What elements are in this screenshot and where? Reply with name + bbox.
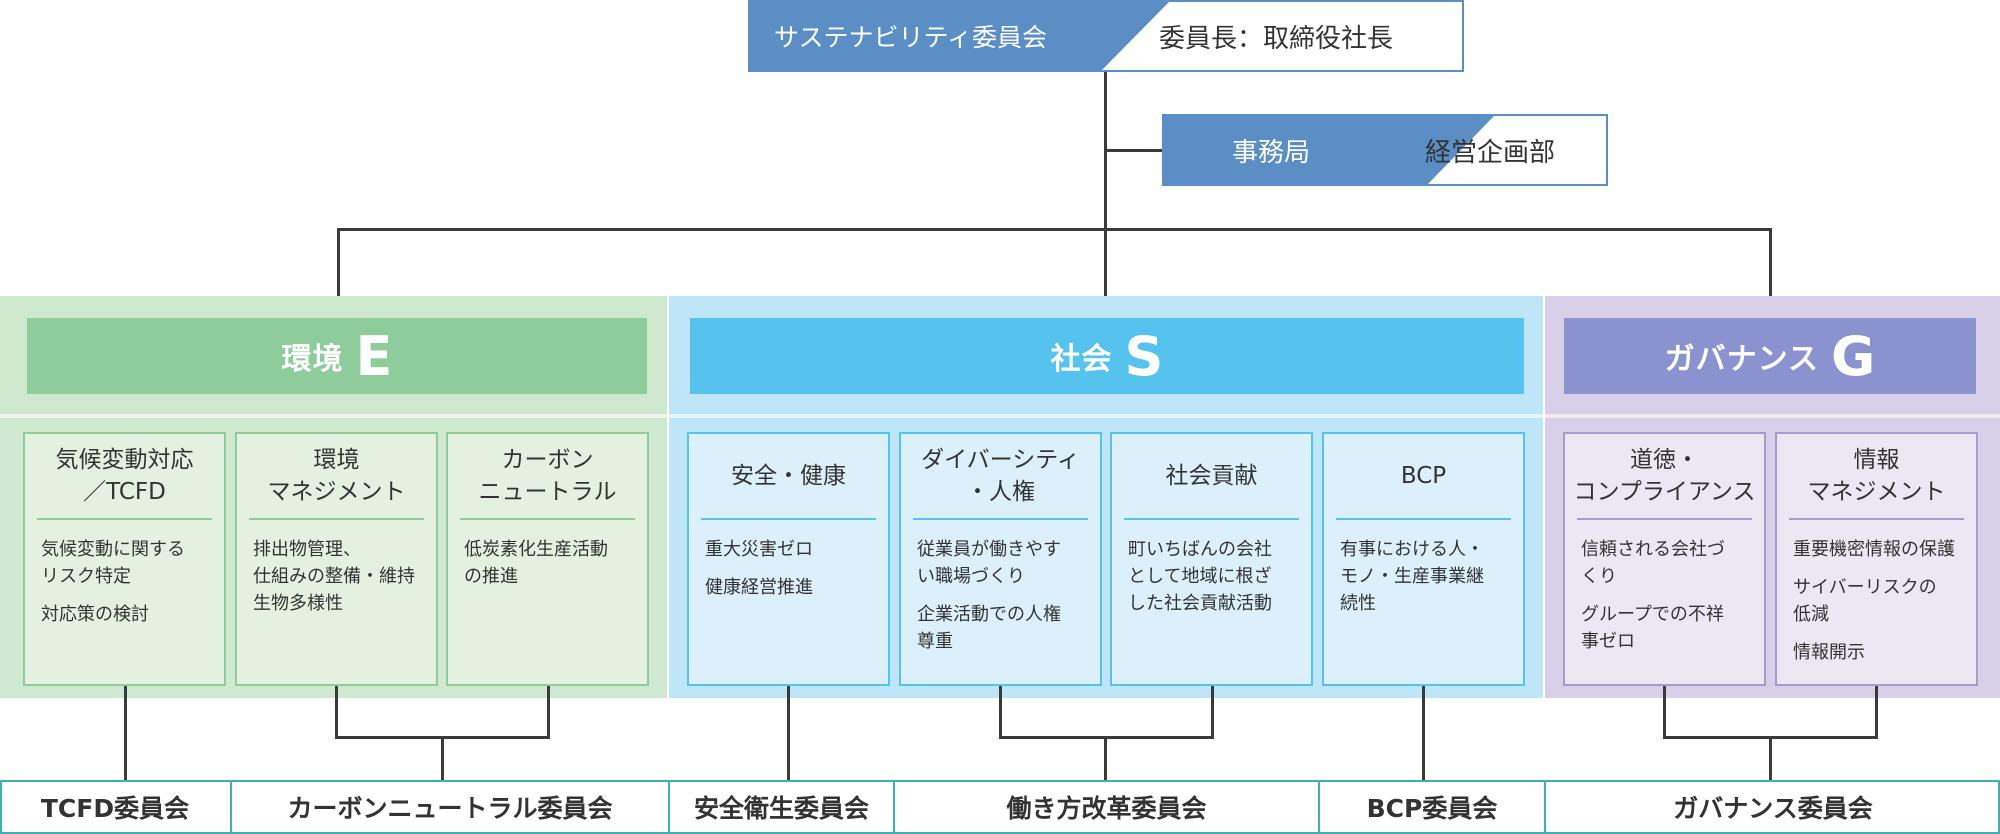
connector-line [547, 686, 550, 738]
card-item: 情報開示 [1793, 642, 1865, 663]
card-title: 安全・健康 [731, 463, 846, 489]
card-ethics-compliance: 道徳・ コンプライアンス 信頼される会社づ くり グループでの不祥 事ゼロ [1563, 432, 1766, 686]
connector-line [1211, 686, 1214, 738]
connector-line [1875, 686, 1878, 738]
card-title: 環境 マネジメント [267, 447, 406, 505]
committee-divider [230, 780, 232, 834]
card-information-management: 情報 マネジメント 重要機密情報の保護 サイバーリスクの 低減 情報開示 [1775, 432, 1978, 686]
committee-divider [668, 780, 670, 834]
card-item: 従業員が働きやす い職場づくり [917, 539, 1061, 587]
connector-line [1422, 686, 1425, 780]
card-title: 道徳・ コンプライアンス [1573, 447, 1756, 505]
card-env-management: 環境 マネジメント 排出物管理、 仕組みの整備・維持 生物多様性 [235, 432, 438, 686]
connector-line [1769, 228, 1772, 318]
environment-label: 環境 [281, 342, 344, 377]
committee-divider [893, 780, 895, 834]
card-item: 健康経営推進 [705, 577, 813, 598]
sustainability-committee-box: サステナビリティ委員会 委員長：取締役社長 [748, 0, 1464, 72]
committee-safety-health: 安全衛生委員会 [693, 794, 869, 823]
connector-line [999, 686, 1002, 738]
card-item: サイバーリスクの 低減 [1793, 577, 1937, 625]
committees-row [0, 780, 2000, 834]
social-label: 社会 [1050, 342, 1113, 377]
card-item: 企業活動での人権 尊重 [917, 604, 1061, 652]
sustainability-committee-label: サステナビリティ委員会 [774, 23, 1048, 52]
card-climate-tcfd: 気候変動対応 ／TCFD 気候変動に関する リスク特定 対応策の検討 [23, 432, 226, 686]
committee-work-style-reform: 働き方改革委員会 [1006, 794, 1207, 823]
social-band: 社会 S [690, 318, 1524, 394]
card-item: 気候変動に関する リスク特定 [41, 539, 185, 587]
card-item: 排出物管理、 仕組みの整備・維持 生物多様性 [253, 539, 415, 614]
connector-line [787, 686, 790, 780]
card-item: 有事における人・ モノ・生産事業継 続性 [1340, 539, 1484, 614]
governance-band: ガバナンス G [1564, 318, 1976, 394]
card-divider [1124, 518, 1299, 520]
committee-tcfd: TCFD委員会 [40, 794, 190, 823]
card-item: 重要機密情報の保護 [1793, 539, 1955, 560]
connector-line [337, 228, 1772, 231]
card-item: 対応策の検討 [41, 604, 149, 625]
secretariat-dept-label: 経営企画部 [1424, 137, 1555, 168]
connector-line [337, 228, 340, 318]
connector-line [124, 686, 127, 780]
committee-bcp: BCP委員会 [1366, 794, 1498, 823]
environment-letter: E [355, 324, 393, 388]
secretariat-box: 事務局 経営企画部 [1162, 114, 1608, 186]
card-title: 気候変動対応 ／TCFD [55, 447, 194, 505]
card-diversity-rights: ダイバーシティ ・人権 従業員が働きやす い職場づくり 企業活動での人権 尊重 [899, 432, 1102, 686]
committee-divider [1544, 780, 1546, 834]
card-divider [1577, 518, 1752, 520]
card-carbon-neutral: カーボン ニュートラル 低炭素化生産活動 の推進 [446, 432, 649, 686]
connector-line [441, 736, 444, 780]
card-social-contribution: 社会貢献 町いちばんの会社 として地域に根ざ した社会貢献活動 [1110, 432, 1313, 686]
committee-chair-label: 委員長：取締役社長 [1158, 23, 1393, 54]
social-letter: S [1124, 324, 1164, 388]
card-item: 低炭素化生産活動 の推進 [464, 539, 608, 587]
card-item: 町いちばんの会社 として地域に根ざ した社会貢献活動 [1128, 539, 1272, 614]
secretariat-label: 事務局 [1232, 137, 1311, 168]
panel-separator [0, 414, 2000, 418]
card-safety-health: 安全・健康 重大災害ゼロ 健康経営推進 [687, 432, 890, 686]
card-item: 重大災害ゼロ [705, 539, 813, 560]
committee-carbon-neutral: カーボンニュートラル委員会 [287, 794, 613, 823]
governance-label: ガバナンス [1664, 342, 1820, 377]
connector-line [1663, 686, 1666, 738]
connector-line [335, 686, 338, 738]
card-title: 情報 マネジメント [1807, 447, 1946, 505]
card-title: 社会貢献 [1165, 463, 1258, 489]
environment-band: 環境 E [27, 318, 647, 394]
card-divider [37, 518, 212, 520]
card-divider [913, 518, 1088, 520]
card-item: グループでの不祥 事ゼロ [1581, 604, 1724, 652]
card-divider [1789, 518, 1964, 520]
card-title: ダイバーシティ ・人権 [921, 447, 1080, 505]
card-bcp: BCP 有事における人・ モノ・生産事業継 続性 [1322, 432, 1525, 686]
connector-line [1104, 736, 1107, 780]
connector-line [1769, 736, 1772, 780]
card-item: 信頼される会社づ くり [1581, 539, 1725, 587]
connector-line [1104, 149, 1162, 152]
committee-divider [1318, 780, 1320, 834]
card-divider [1336, 518, 1511, 520]
committee-governance: ガバナンス委員会 [1673, 794, 1873, 823]
card-divider [249, 518, 424, 520]
connector-line [1104, 72, 1107, 298]
card-title: BCP [1400, 463, 1447, 489]
card-title: カーボン ニュートラル [478, 447, 617, 505]
governance-letter: G [1831, 324, 1876, 388]
card-divider [460, 518, 635, 520]
card-divider [701, 518, 876, 520]
